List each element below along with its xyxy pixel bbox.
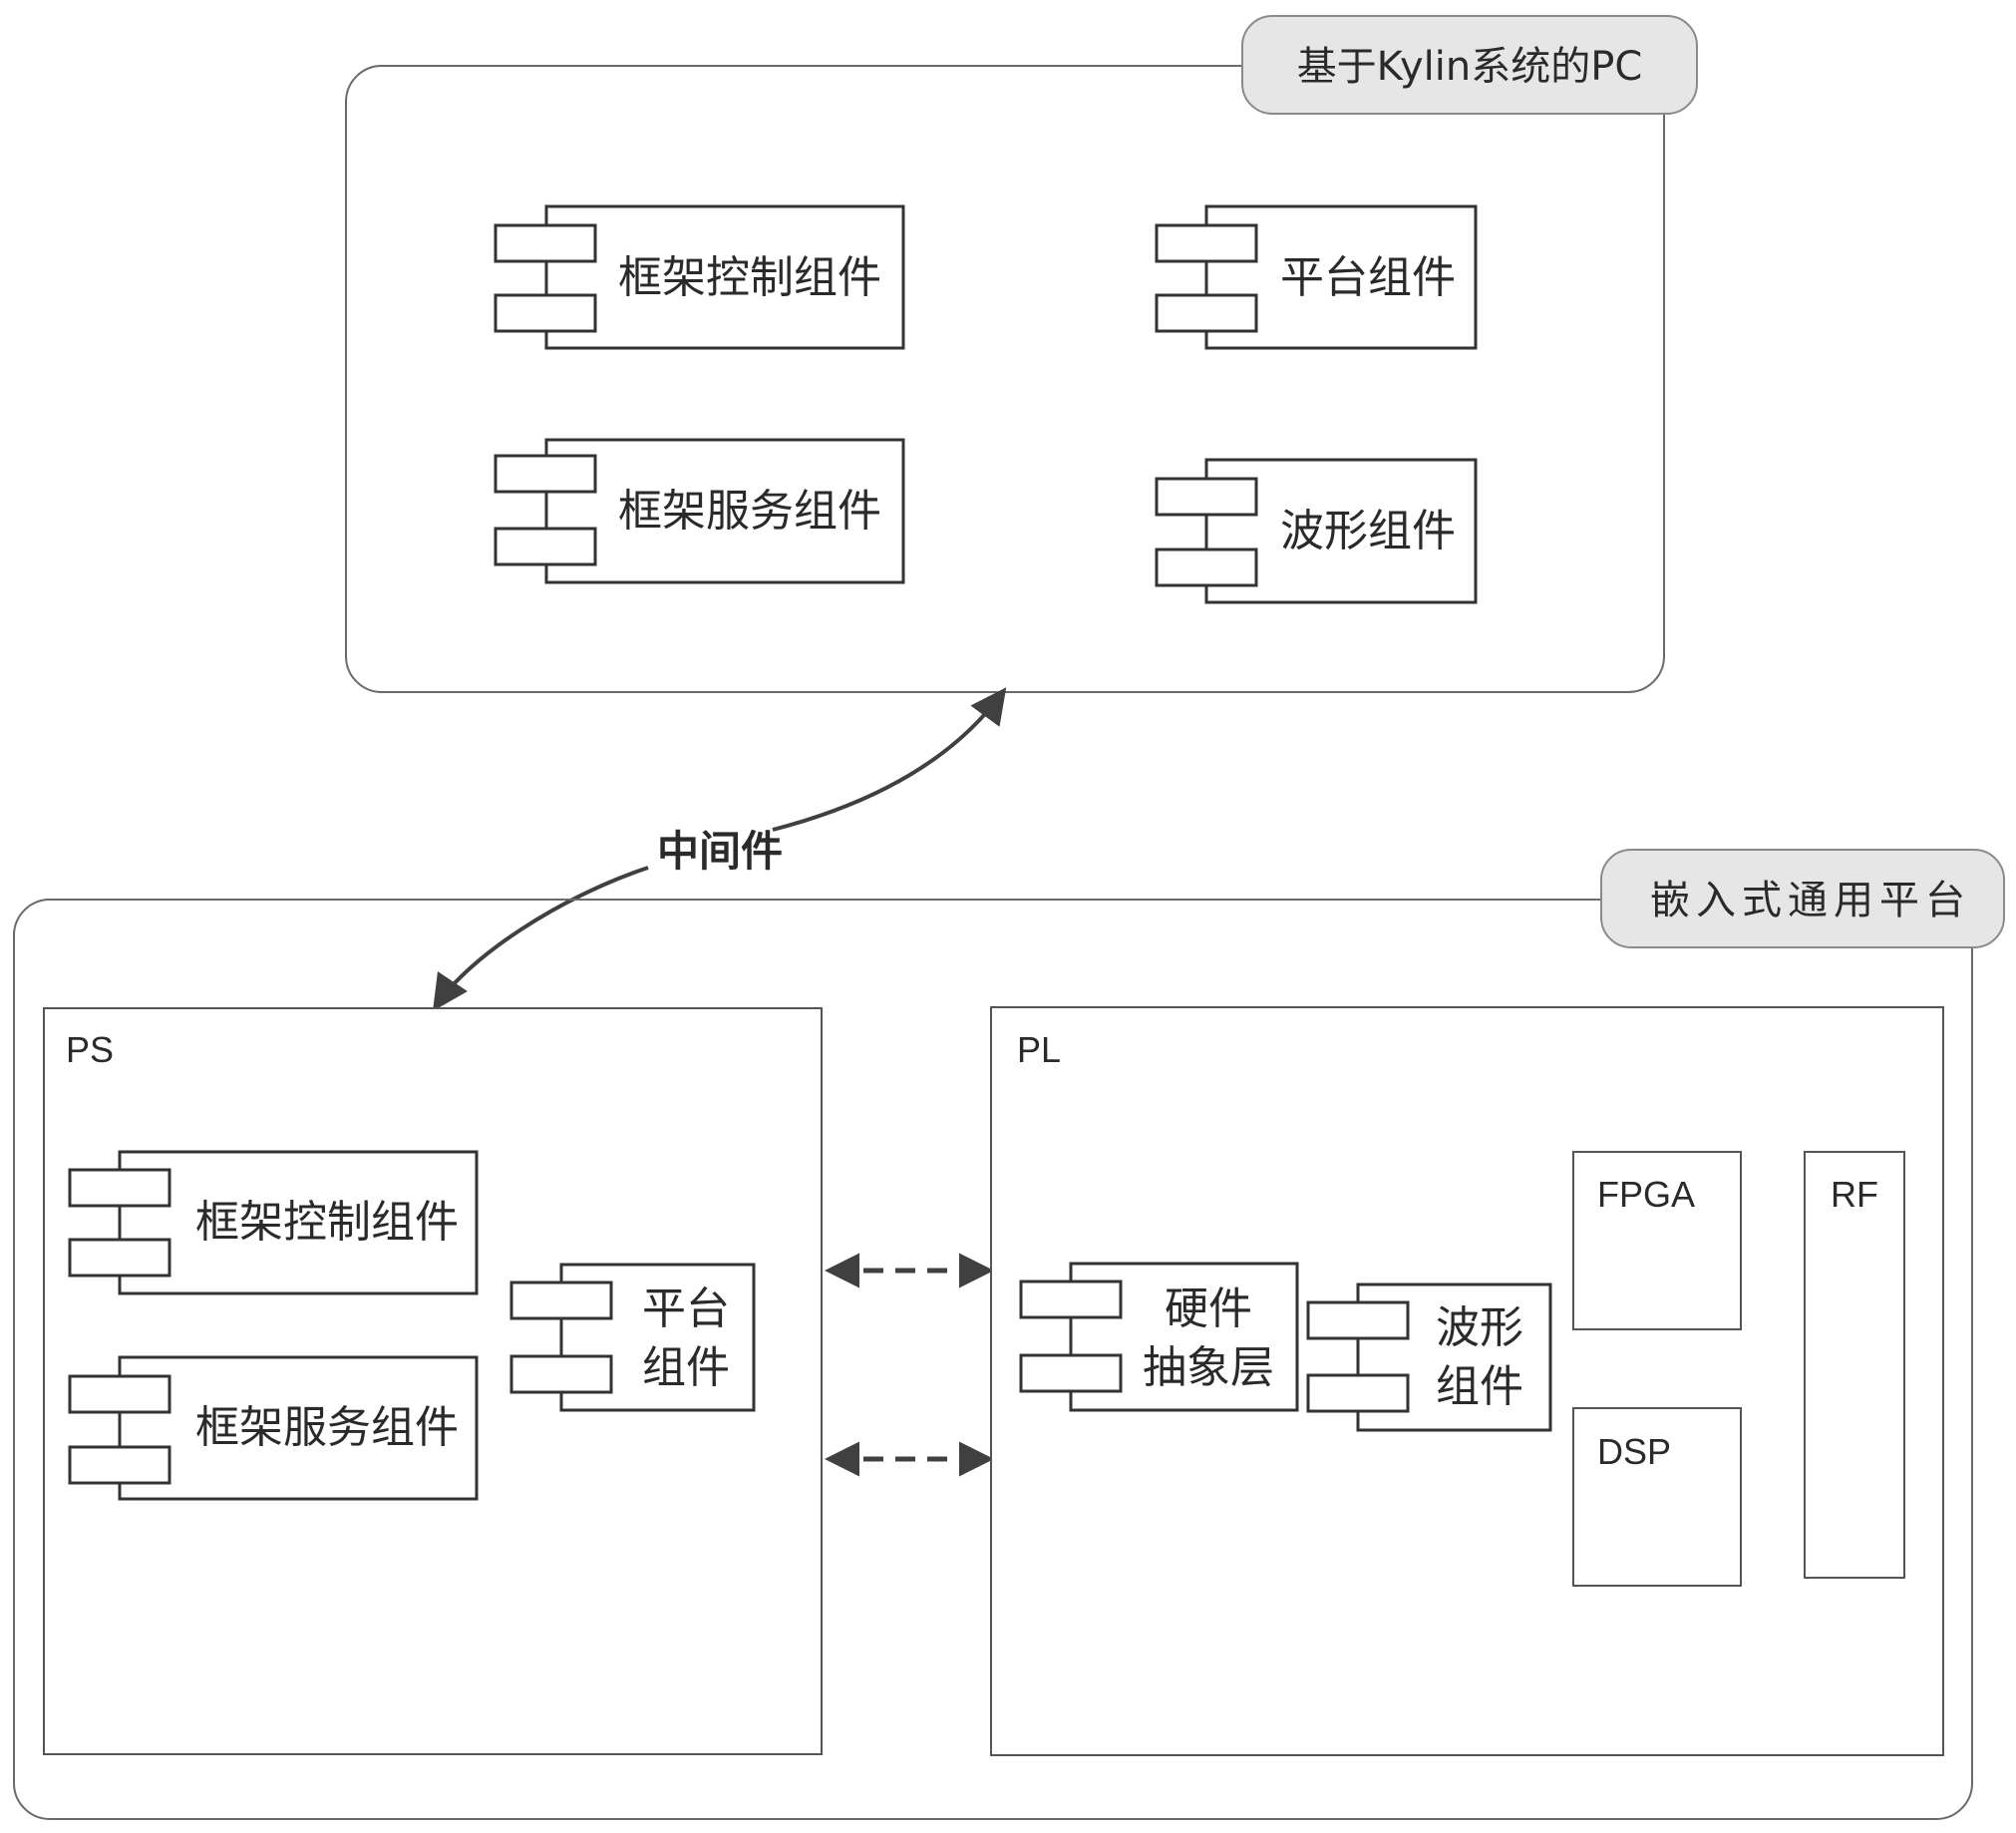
component-port-icon <box>494 223 597 263</box>
pl-rf-block: RF <box>1804 1151 1905 1579</box>
pl-hal-label-line2: 抽象层 <box>1143 1342 1274 1393</box>
ps-platform-label-line1: 平台 <box>642 1283 730 1334</box>
pc-frame-control-label: 框架控制组件 <box>618 252 881 303</box>
middleware-connector: 中间件 <box>433 687 1007 1011</box>
ps-region: PS 框架控制组件 框架服务组件 平台 组件 <box>43 1007 823 1755</box>
component-port-icon <box>68 1445 171 1485</box>
component-port-icon <box>509 1354 613 1394</box>
component-port-icon <box>1155 223 1258 263</box>
pl-rf-label: RF <box>1831 1174 1878 1215</box>
component-port-icon <box>1306 1373 1410 1413</box>
component-port-icon <box>68 1238 171 1278</box>
ps-platform-component: 平台 组件 <box>509 1263 756 1412</box>
component-port-icon <box>1155 477 1258 517</box>
middleware-arrow-lower <box>433 866 649 1011</box>
component-port-icon <box>68 1374 171 1414</box>
embedded-node-title: 嵌入式通用平台 <box>1650 878 1971 923</box>
embedded-node-frame <box>13 899 1973 1820</box>
pl-waveform-component: 波形 组件 <box>1306 1283 1552 1432</box>
component-port-icon <box>1019 1353 1123 1393</box>
component-port-icon <box>494 454 597 494</box>
ps-label: PS <box>66 1029 114 1070</box>
pl-dsp-label: DSP <box>1597 1431 1671 1472</box>
component-port-icon <box>509 1281 613 1320</box>
component-port-icon <box>68 1168 171 1208</box>
ps-pl-links <box>825 1253 994 1477</box>
pc-node-title: 基于Kylin系统的PC <box>1297 44 1643 90</box>
pl-hal-component: 硬件 抽象层 <box>1019 1262 1299 1412</box>
pc-waveform-component: 波形组件 <box>1155 458 1478 604</box>
pc-frame-service-label: 框架服务组件 <box>618 486 881 537</box>
component-port-icon <box>1019 1280 1123 1319</box>
middleware-label: 中间件 <box>657 827 783 876</box>
component-port-icon <box>494 293 597 333</box>
pc-node: 基于Kylin系统的PC 框架控制组件 框架服务组件 平台组件 <box>345 15 1698 693</box>
pc-node-title-tab: 基于Kylin系统的PC <box>1241 15 1698 115</box>
pl-label: PL <box>1017 1029 1061 1070</box>
ps-platform-label-line2: 组件 <box>642 1342 730 1393</box>
pl-waveform-label-line1: 波形 <box>1436 1302 1523 1353</box>
embedded-node-title-tab: 嵌入式通用平台 <box>1600 849 2005 948</box>
pc-platform-label: 平台组件 <box>1280 252 1456 303</box>
ps-frame-service-component: 框架服务组件 <box>68 1355 479 1501</box>
pl-fpga-label: FPGA <box>1597 1174 1695 1215</box>
pl-dsp-block: DSP <box>1572 1407 1742 1587</box>
pc-platform-component: 平台组件 <box>1155 204 1478 350</box>
ps-frame-control-component: 框架控制组件 <box>68 1150 479 1295</box>
component-port-icon <box>1306 1300 1410 1340</box>
ps-frame-service-label: 框架服务组件 <box>195 1402 459 1453</box>
pl-waveform-label-line2: 组件 <box>1436 1361 1523 1412</box>
component-port-icon <box>1155 293 1258 333</box>
pl-hal-label-line1: 硬件 <box>1165 1283 1252 1334</box>
component-port-icon <box>494 527 597 566</box>
pc-frame-service-component: 框架服务组件 <box>494 438 905 584</box>
component-port-icon <box>1155 548 1258 587</box>
pl-region: PL 硬件 抽象层 波形 组件 FPGA DSP <box>990 1006 1944 1756</box>
pc-waveform-label: 波形组件 <box>1280 506 1456 556</box>
pl-fpga-block: FPGA <box>1572 1151 1742 1330</box>
embedded-node: 嵌入式通用平台 PS 框架控制组件 框架服务组件 平台 <box>13 849 2005 1820</box>
middleware-arrow-upper <box>772 687 1007 832</box>
pc-frame-control-component: 框架控制组件 <box>494 204 905 350</box>
ps-frame-control-label: 框架控制组件 <box>195 1197 459 1248</box>
